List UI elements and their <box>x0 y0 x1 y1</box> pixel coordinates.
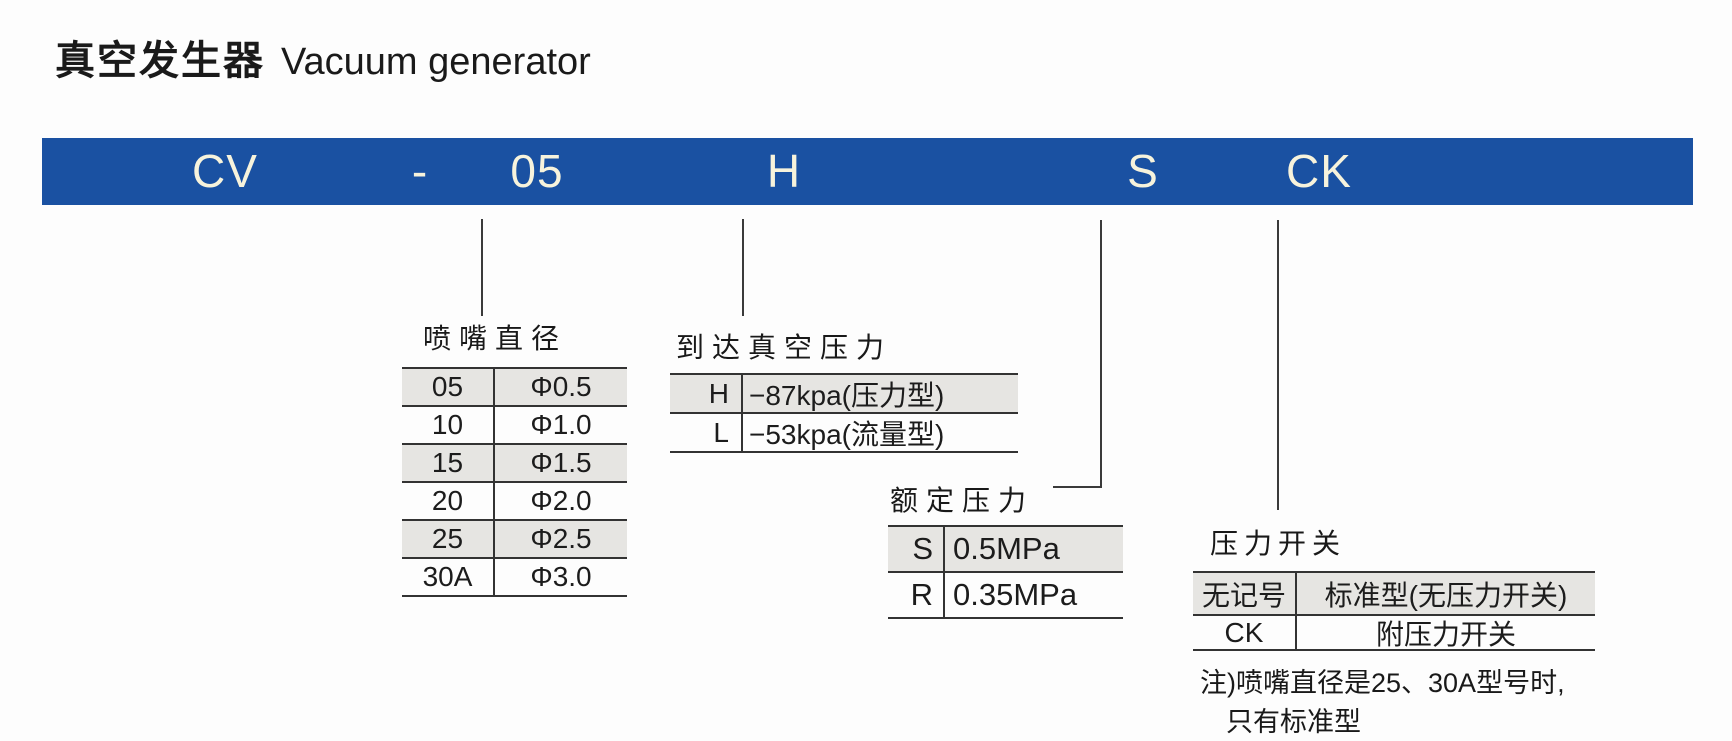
leader-dash-rated <box>1053 486 1100 488</box>
code-cell: 15 <box>402 445 495 481</box>
code-cell: S <box>888 527 945 571</box>
section-label-pressure-switch: 压力开关 <box>1210 528 1347 559</box>
leader-line-vacuum <box>742 219 744 316</box>
code-cell: R <box>888 573 945 617</box>
model-code-separator: - <box>411 145 429 197</box>
value-cell: 附压力开关 <box>1375 618 1516 650</box>
table-row: CK 附压力开关 <box>1193 616 1595 651</box>
code-cell: H <box>670 375 743 412</box>
leader-line-rated <box>1100 220 1102 488</box>
table-row: H−87kpa(压力型) <box>670 375 1018 414</box>
table-row: 05 Φ0.5 <box>402 369 627 407</box>
value-cell: Φ1.0 <box>530 409 592 440</box>
value-cell: −53kpa(流量型) <box>749 418 945 450</box>
leader-line-nozzle <box>481 219 483 316</box>
page-title-chinese: 真空发生器 <box>55 39 265 83</box>
nozzle-diameter-table: 05 Φ0.5 10 Φ1.0 15 Φ1.5 20 Φ2.0 25 Φ2.5 30A Φ3.0 <box>402 367 627 597</box>
code-cell: 25 <box>402 521 495 557</box>
vacuum-pressure-table: H−87kpa(压力型)L−53kpa(流量型) <box>670 373 1018 453</box>
code-cell: 无记号 <box>1193 573 1297 614</box>
value-cell: 0.35MPa <box>953 577 1078 612</box>
section-label-vacuum-pressure: 到达真空压力 <box>676 332 893 363</box>
value-cell: −87kpa(压力型) <box>749 379 945 411</box>
model-code-segment-vacuum: H <box>766 145 802 197</box>
value-cell: Φ1.5 <box>530 447 592 478</box>
value-cell: Φ3.0 <box>530 561 592 592</box>
page-title-english: Vacuum generator <box>281 41 591 83</box>
value-cell: 0.5MPa <box>953 531 1060 566</box>
value-cell: Φ2.0 <box>530 485 592 516</box>
code-cell: CK <box>1193 616 1297 649</box>
page-title: 真空发生器 Vacuum generator <box>55 28 591 86</box>
section-label-nozzle-diameter: 喷嘴直径 <box>423 323 568 354</box>
table-row: 30A Φ3.0 <box>402 559 627 597</box>
note-line-2: 只有标准型 <box>1226 707 1361 737</box>
table-row: 20 Φ2.0 <box>402 483 627 521</box>
table-row: L−53kpa(流量型) <box>670 414 1018 453</box>
code-cell: 30A <box>402 559 495 595</box>
code-cell: 20 <box>402 483 495 519</box>
model-code-segment-series: CV <box>192 145 258 197</box>
value-cell: Φ2.5 <box>530 523 592 554</box>
value-cell: 标准型(无压力开关) <box>1324 579 1568 611</box>
code-cell: 10 <box>402 407 495 443</box>
code-cell: 05 <box>402 369 495 405</box>
section-label-rated-pressure: 额定压力 <box>890 485 1035 516</box>
model-code-segment-rated: S <box>1127 145 1159 197</box>
table-row: 无记号标准型(无压力开关) <box>1193 573 1595 616</box>
note-line-1: 注)喷嘴直径是25、30A型号时, <box>1200 668 1565 698</box>
model-code-segment-nozzle: 05 <box>510 145 564 197</box>
code-cell: L <box>670 414 743 451</box>
table-row: 15 Φ1.5 <box>402 445 627 483</box>
value-cell: Φ0.5 <box>530 371 592 402</box>
model-code-banner: CV - 05 H S CK <box>42 138 1693 205</box>
leader-line-switch <box>1277 220 1279 510</box>
table-row: 10 Φ1.0 <box>402 407 627 445</box>
table-row: 25 Φ2.5 <box>402 521 627 559</box>
model-code-segment-switch: CK <box>1286 145 1352 197</box>
